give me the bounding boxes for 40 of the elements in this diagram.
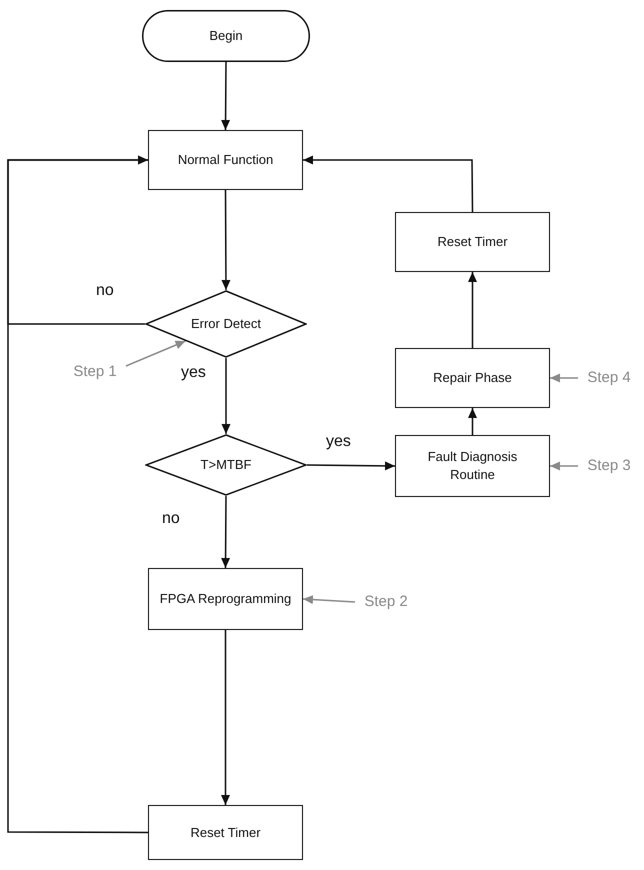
node-text: Begin [209,27,243,45]
arrow [221,190,230,290]
edge-label: yes [326,433,351,451]
node-text: Fault Diagnosis Routine [426,448,518,484]
arrow [303,156,474,212]
arrow [307,461,395,470]
node-text: FPGA Reprogramming [160,590,292,608]
edge-label: no [162,510,180,528]
process-box [148,568,303,630]
leader-arrow [302,595,356,604]
edge-label: yes [181,364,206,382]
node-text: Reset Timer [190,824,261,842]
arrow [7,156,148,834]
node-text: T>MTBF [200,456,252,474]
process-box [395,212,550,272]
process-box [395,435,550,497]
arrow [468,408,477,435]
node-text: Reset Timer [437,233,508,251]
step-label: Step 3 [587,456,631,476]
process-box [148,130,303,190]
edge-label: no [96,282,114,300]
process-box [148,805,303,860]
node-text: Error Detect [190,315,262,333]
arrow [468,272,477,348]
arrow [221,496,230,568]
leader-arrow [126,340,186,367]
step-label: Step 4 [587,368,631,388]
decision-diamond [145,434,307,496]
terminal-pill [142,10,310,62]
process-box [395,348,550,408]
node-text: Repair Phase [433,369,512,387]
arrow [222,358,230,434]
node-text: Normal Function [178,151,274,169]
step-label: Step 1 [73,362,117,382]
step-label: Step 2 [364,592,408,612]
leader-arrow [550,462,578,470]
arrow [221,630,230,805]
leader-arrow [550,374,578,382]
decision-diamond [145,290,307,358]
arrow [221,62,230,130]
